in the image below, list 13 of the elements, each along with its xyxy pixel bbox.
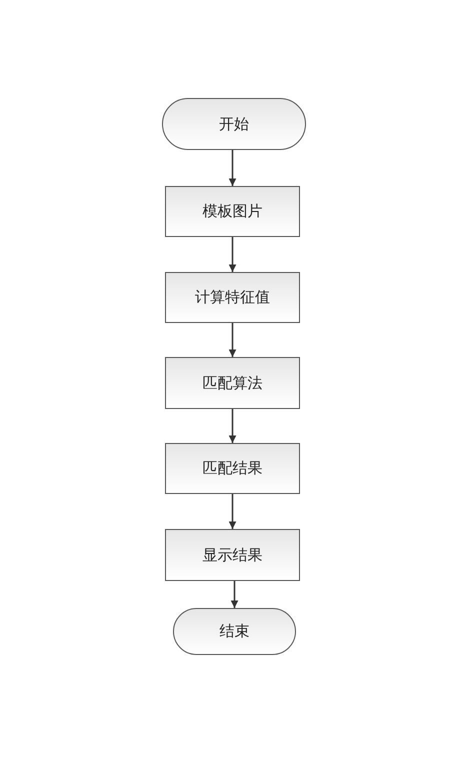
terminal-pill: 开始 [162,98,306,150]
process-box: 匹配算法 [165,357,300,409]
terminal-pill: 结束 [173,608,296,655]
arrow [228,494,236,529]
arrow [228,237,236,272]
arrow [228,409,236,443]
process-box: 计算特征值 [165,272,300,323]
arrow [230,581,238,608]
process-box: 模板图片 [165,186,300,237]
arrow [228,150,236,186]
process-box: 匹配结果 [165,443,300,494]
process-box: 显示结果 [165,529,300,581]
arrow [228,323,236,357]
